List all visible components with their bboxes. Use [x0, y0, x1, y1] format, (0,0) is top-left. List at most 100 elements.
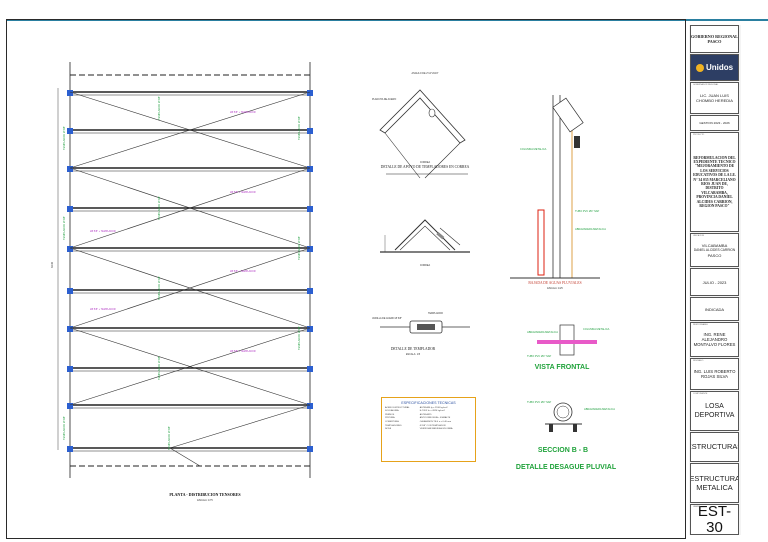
tensor-label: TEMPLADOR Ø 5/8" — [297, 116, 301, 140]
tensor-label: TEMPLADOR Ø 5/8" — [157, 356, 161, 380]
tensor-label: TEMPLADOR Ø 5/8" — [297, 326, 301, 350]
brace-label: 2Ø 5/8" + TEMPLADOR — [230, 350, 256, 353]
detail-apoyo: ANGULO DE 2"x2"x3/16" PLANCHA DE ACERO C… — [372, 72, 470, 179]
reviewer-label: REVISADO — [693, 360, 704, 362]
vista-note-3: COLUMNA METALICA — [583, 327, 610, 331]
spec-key: PERNOS — [385, 413, 395, 416]
sheet-label: LAMINA — [693, 506, 701, 508]
tb-period: GESTION 2023 - 2026 — [690, 115, 739, 131]
seccion-note-1: TUBO PVC Ø4" SAP — [527, 400, 552, 404]
specialty: ESTRUCTURAS — [691, 442, 738, 451]
bajada-caption: BAJADA DE AGUAS PLUVIALES — [528, 281, 581, 285]
tb-component: COMPONENTE LOSA DEPORTIVA — [690, 391, 739, 431]
tb-reviewer: REVISADO ING. LUIS ROBERTO ROJAS SILVA — [690, 358, 739, 390]
detail-seccion: TUBO PVC Ø4" SAP ABRAZADERA METALICA SEC… — [516, 400, 617, 471]
column-node — [307, 166, 313, 172]
tb-logo: Unidos — [690, 54, 739, 81]
frame-top-border — [6, 19, 768, 21]
column-node — [67, 288, 73, 294]
person-name: LIC. JUAN LUIS CHOMBO HEREDIA — [696, 93, 733, 103]
column-node — [67, 90, 73, 96]
tb-person: GOBERNADOR REGIONAL LIC. JUAN LUIS CHOMB… — [690, 82, 739, 114]
designer: ING. RENE ALEJANDRO MONTALVO FLORES — [693, 331, 736, 348]
tb-sheet: LAMINA EST-30 — [690, 504, 739, 535]
province: DANIEL ALCIDES CARRION — [693, 247, 736, 252]
vista-note-1: ABRAZADERA METALICA — [527, 330, 558, 334]
tensor-label: TEMPLADOR Ø 5/8" — [62, 416, 66, 440]
spec-value: ANTICORROSIVA + ESMALTE — [419, 417, 451, 420]
brace-label: 2Ø 5/8" + TEMPLADOR — [90, 230, 116, 233]
column-node — [307, 446, 313, 452]
tensor-label: TEMPLADOR Ø 5/8" — [62, 126, 66, 150]
column-node — [67, 446, 73, 452]
column-node — [67, 166, 73, 172]
reviewer: ING. LUIS ROBERTO ROJAS SILVA — [693, 368, 736, 379]
spec-value: CALAMINON TR-4 e = 0.40 mm — [419, 420, 452, 423]
tb-plan-name: ESTRUCTURA METALICA — [690, 463, 739, 503]
spec-key: SOLDADURA — [385, 410, 399, 413]
plan-view: TEMPLADOR Ø 5/8" TEMPLADOR Ø 5/8" TEMPLADO… — [51, 62, 313, 502]
plan-dim-total: 30.00 — [51, 261, 54, 268]
vista-note-2: TUBO PVC Ø4" SAP — [527, 354, 552, 358]
district: VILCABAMBA — [701, 242, 728, 248]
bajada-note-3: ABRAZADERA METALICA — [575, 227, 606, 231]
tensor-label: TEMPLADOR Ø 5/8" — [167, 426, 171, 450]
tb-designer: RESPONSABLE ING. RENE ALEJANDRO MONTALVO… — [690, 322, 739, 357]
brace-line — [69, 247, 311, 329]
templador-caption: DETALLE DE TEMPLADOR — [391, 347, 436, 351]
column-node — [307, 128, 313, 134]
tensor-label: TEMPLADOR Ø 5/8" — [157, 196, 161, 220]
spec-row: SOLDADURA E-70XX fu = 4920 kg/cm2 — [382, 410, 475, 412]
tb-location: UBICACION VILCABAMBA DANIEL ALCIDES CARR… — [690, 233, 739, 267]
logo: Unidos — [695, 63, 733, 72]
sheet-number: EST-30 — [697, 504, 732, 535]
spec-key: COBERTURA — [385, 420, 399, 423]
brace-line — [69, 167, 311, 249]
column-node — [67, 403, 73, 409]
plan-title: PLANTA - DISTRIBUCION TENSORES — [169, 492, 241, 497]
brace-label: 2Ø 5/8" + TEMPLADOR — [230, 270, 256, 273]
section-roof-sub: CORREA — [420, 264, 431, 267]
region: PASCO — [707, 252, 722, 258]
column-node — [307, 246, 313, 252]
spec-key: PINTURA — [385, 417, 395, 420]
column-node — [67, 326, 73, 332]
column-node — [67, 246, 73, 252]
tensor-label: TEMPLADOR Ø 5/8" — [157, 276, 161, 300]
scale: INDICADA — [704, 306, 725, 312]
brace-label: 2Ø 5/8" + TEMPLADOR — [230, 191, 256, 194]
spec-value: ASTM A36 fy = 2530 kg/cm2 — [419, 406, 448, 409]
column-node — [67, 366, 73, 372]
column-node — [307, 326, 313, 332]
detail-bajada: COLUMNA METALICA TUBO PVC Ø4" SAP ABRAZA… — [510, 95, 606, 290]
column-node — [307, 403, 313, 409]
tb-project: PROYECTO REFORMULACION DEL EXPEDIENTE TE… — [690, 132, 739, 232]
spec-key: NOTA — [385, 428, 391, 431]
date: JULIO - 2023 — [702, 279, 727, 285]
spec-value: E-70XX fu = 4920 kg/cm2 — [419, 410, 445, 413]
specs-title: ESPECIFICACIONES TECNICAS — [401, 401, 456, 405]
tensor-label: TEMPLADOR Ø 5/8" — [62, 216, 66, 240]
templador-left: VARILLA DE ACERO Ø 5/8" — [372, 317, 402, 320]
column-node — [307, 206, 313, 212]
drawing-frame — [6, 19, 686, 539]
detail-section-roof: CORREA — [380, 219, 470, 267]
brace-line — [169, 404, 311, 449]
tensor-label: TEMPLADOR Ø 5/8" — [297, 236, 301, 260]
brace-line — [69, 91, 311, 169]
seccion-note-2: ABRAZADERA METALICA — [584, 407, 615, 411]
period: GESTION 2023 - 2026 — [699, 120, 730, 125]
logo-sun-icon — [695, 63, 704, 72]
tensor-label: TEMPLADOR Ø 5/8" — [157, 96, 161, 120]
location-label: UBICACION — [693, 235, 705, 237]
column-node — [67, 206, 73, 212]
detail-vista-frontal: ABRAZADERA METALICA TUBO PVC Ø4" SAP COL… — [527, 324, 610, 371]
project-label: PROYECTO — [693, 134, 705, 136]
designer-label: RESPONSABLE — [693, 324, 708, 326]
brace-label: 2Ø 5/8" + TEMPLADOR — [90, 308, 116, 311]
